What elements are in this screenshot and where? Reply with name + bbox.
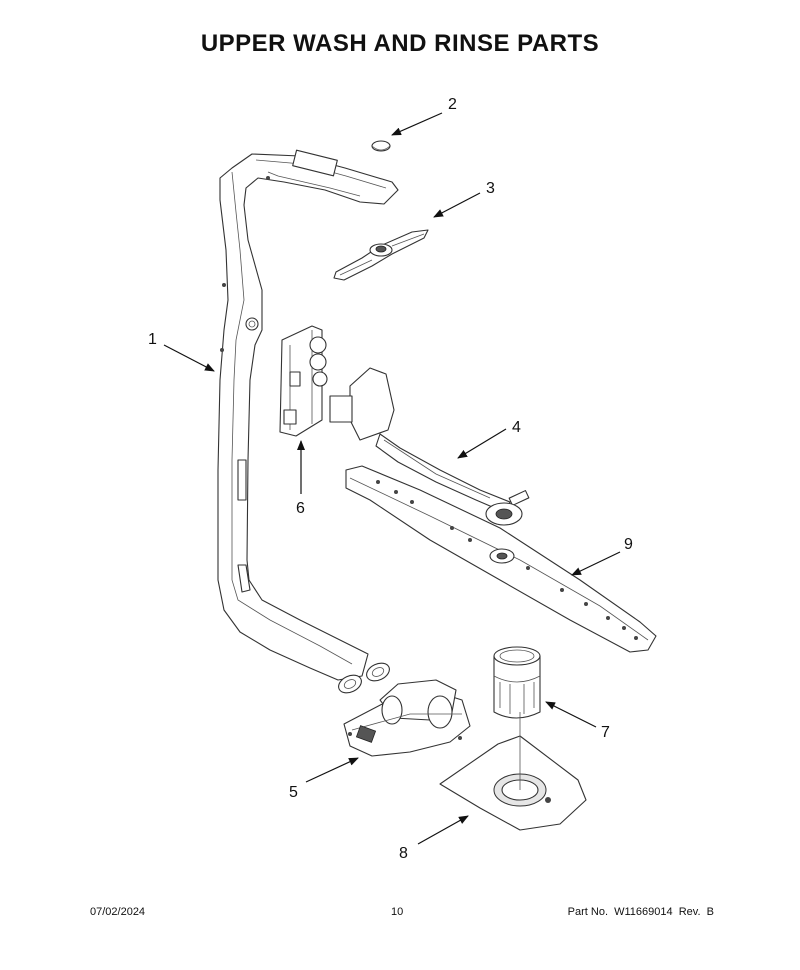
part-6-diverter-block (279, 325, 328, 437)
part-9-lower-spray-arm (345, 465, 657, 653)
callout-1: 1 (148, 331, 157, 348)
arrow-9 (571, 551, 621, 576)
page-title: UPPER WASH AND RINSE PARTS (200, 30, 600, 57)
part-3-upper-spray-arm (333, 229, 429, 281)
part-7-filter (493, 646, 541, 719)
callout-3: 3 (486, 180, 495, 197)
arrow-5 (305, 757, 359, 783)
part-4-lower-conduit (329, 367, 530, 526)
arrow-1 (163, 344, 215, 372)
part-2-cap (371, 140, 391, 152)
callout-9: 9 (624, 536, 633, 553)
footer-part-number: Part No. W11669014 Rev. B (567, 906, 714, 918)
arrow-7 (545, 701, 597, 728)
callout-2: 2 (448, 96, 457, 113)
part-1-upper-wash-tube (217, 149, 399, 694)
leader-arrows (163, 112, 621, 845)
part-8-filter-plate (439, 712, 587, 831)
arrow-4 (457, 428, 507, 459)
callout-6: 6 (296, 500, 305, 517)
callout-7: 7 (601, 724, 610, 741)
footer-page-number: 10 (391, 906, 404, 918)
callout-8: 8 (399, 845, 408, 862)
arrow-3 (433, 192, 481, 218)
arrow-2 (391, 112, 443, 136)
arrow-8 (417, 815, 469, 845)
callout-5: 5 (289, 784, 298, 801)
callout-4: 4 (512, 419, 521, 436)
footer-date: 07/02/2024 (90, 906, 146, 918)
callout-labels: 1 2 3 4 5 6 7 8 9 (148, 96, 633, 862)
part-5-manifold-assembly (343, 679, 471, 757)
